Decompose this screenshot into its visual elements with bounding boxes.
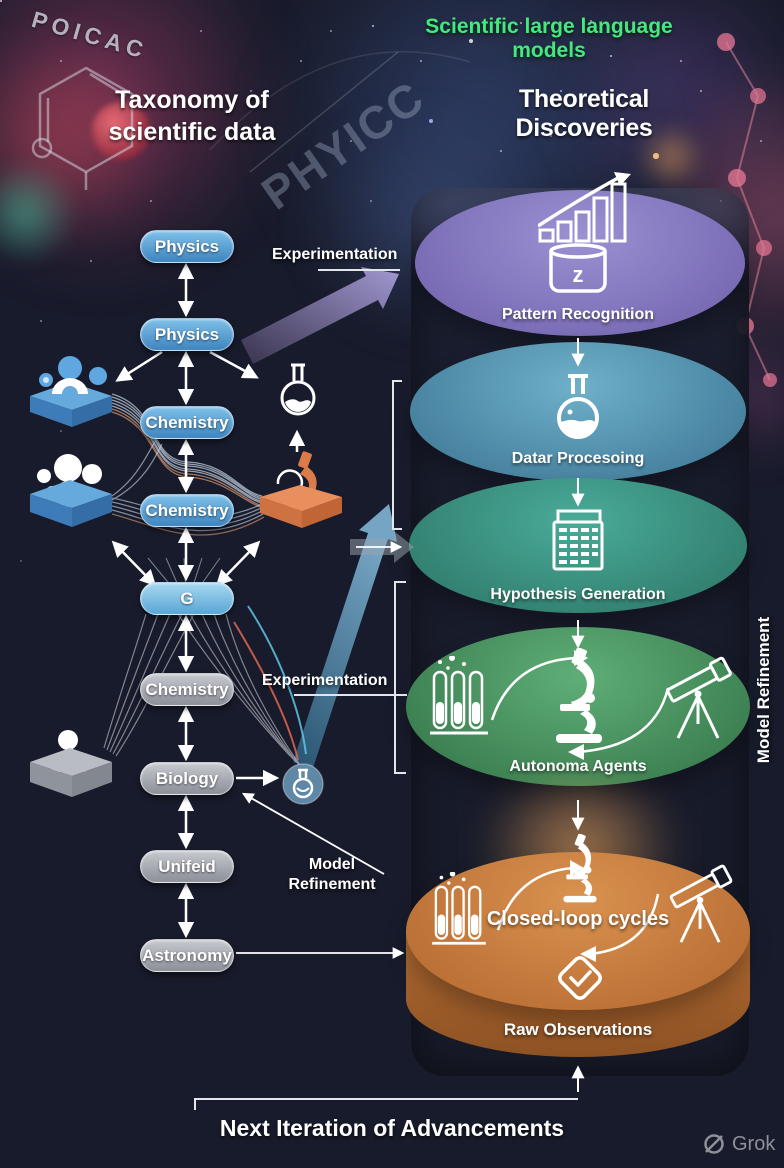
- taxonomy-node-physics-2: Physics: [140, 318, 234, 351]
- taxonomy-node-chemistry-1: Chemistry: [140, 406, 234, 439]
- taxonomy-node-chemistry-3: Chemistry: [140, 673, 234, 706]
- background-sketches: [31, 33, 777, 387]
- experimentation-mid-label: Experimentation: [262, 672, 388, 689]
- orbit-line: [249, 51, 399, 173]
- taxonomy-node-chemistry-2: Chemistry: [140, 494, 234, 527]
- stage-ellipse-pattern-recognition: [415, 190, 745, 336]
- gray-fat-arrow: [350, 531, 414, 563]
- stage-label-closed-loop: Closed-loop cycles: [486, 908, 670, 930]
- data-bucket-icon: z: [549, 243, 607, 293]
- cycle-arrows-icon: [490, 650, 670, 760]
- app-title: Scientific large language models: [425, 15, 673, 62]
- bucket-glyph: z: [573, 262, 584, 287]
- microscope-icon-small: [563, 834, 597, 903]
- flask-icon-data-processing: [557, 374, 599, 439]
- stage-label-hypothesis-generation: Hypothesis Generation: [490, 586, 666, 603]
- telescope-icon: [666, 656, 732, 739]
- model-refinement-left-line1: Model: [308, 856, 356, 873]
- star-field: [0, 0, 2, 2]
- taxonomy-node-physics-1: Physics: [140, 230, 234, 263]
- right-heading: Theoretical Discoveries: [515, 85, 653, 142]
- test-tubes-icon: [430, 656, 488, 735]
- brand-mark: Grok: [702, 1132, 775, 1156]
- accent-red-curve: [233, 621, 299, 761]
- benzene-ring-sketch: [31, 66, 134, 190]
- person-tray-icon: [30, 730, 112, 797]
- model-refinement-left-label: Model Refinement: [276, 855, 388, 895]
- taxonomy-node-astronomy: Astronomy: [140, 939, 234, 972]
- brand-icon: [704, 1134, 724, 1154]
- cycle-arrows-icon-small: [496, 860, 660, 962]
- telescope-icon-small: [669, 864, 733, 943]
- stage-label-data-processing: Datar Procesoing: [511, 450, 645, 467]
- taxonomy-node-g: G: [140, 582, 234, 615]
- spreadsheet-icon: [552, 509, 604, 571]
- brand-name: Grok: [732, 1132, 776, 1155]
- experimentation-arrow-blue: [293, 504, 397, 768]
- round-flask-badge-icon: [282, 763, 324, 805]
- stage-label-pattern-recognition: Pattern Recognition: [501, 306, 654, 323]
- left-heading-line1: Taxonomy of: [115, 86, 269, 114]
- model-refinement-right-label: Model Refinement: [754, 616, 773, 764]
- experimentation-top-label: Experimentation: [272, 246, 398, 263]
- model-refinement-left-line2: Refinement: [288, 876, 376, 893]
- orbit-arc: [209, 51, 471, 151]
- feedback-loop-line: [194, 1098, 578, 1110]
- left-heading-line2: scientific data: [108, 118, 276, 146]
- check-icon: [558, 956, 602, 1000]
- taxonomy-node-unified: Unifeid: [140, 850, 234, 883]
- taxonomy-node-biology: Biology: [140, 762, 234, 795]
- stage-label-raw-observations: Raw Observations: [503, 1020, 653, 1039]
- microscope-icon: [556, 648, 602, 743]
- footer-caption: Next Iteration of Advancements: [219, 1115, 565, 1141]
- stage-label-autonomous-agents: Autonoma Agents: [509, 758, 647, 775]
- growth-chart-icon: [538, 172, 631, 243]
- test-tubes-icon-small: [432, 872, 486, 945]
- left-heading: Taxonomy of scientific data: [92, 84, 292, 148]
